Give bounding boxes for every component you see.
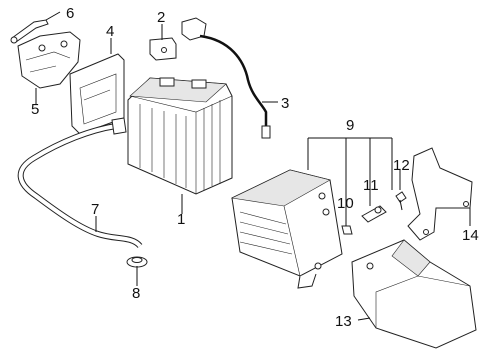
- part-1-battery: [127, 77, 233, 195]
- part-10-clip: [341, 225, 353, 235]
- callout-10: 10: [337, 195, 354, 212]
- callout-4: 4: [106, 23, 114, 40]
- part-9-tray: [230, 169, 343, 289]
- part-13-cover: [351, 239, 477, 349]
- part-14-bracket: [407, 147, 473, 241]
- callout-5: 5: [31, 101, 39, 118]
- part-6-strap: [10, 19, 49, 44]
- callout-12: 12: [393, 157, 410, 174]
- part-11-holder: [361, 205, 387, 223]
- callout-9: 9: [346, 117, 354, 134]
- part-5-bracket: [17, 31, 81, 89]
- part-2-bracket: [149, 37, 177, 61]
- part-12-bolt: [395, 191, 407, 211]
- callout-7: 7: [91, 201, 99, 218]
- callout-labels: 6 5 4 2 3 1 7 8 9 10 11 12 13 14: [31, 5, 479, 330]
- callout-6: 6: [66, 5, 74, 22]
- part-3-cable: [181, 17, 271, 139]
- callout-13: 13: [335, 313, 352, 330]
- callout-14: 14: [462, 227, 479, 244]
- callout-8: 8: [132, 285, 140, 302]
- callout-1: 1: [177, 211, 185, 228]
- part-8-grommet: [126, 256, 148, 268]
- callout-2: 2: [157, 9, 165, 26]
- callout-11: 11: [363, 177, 379, 194]
- part-7-hose: [17, 117, 143, 249]
- callout-3: 3: [281, 95, 289, 112]
- leader-lines: [35, 11, 471, 321]
